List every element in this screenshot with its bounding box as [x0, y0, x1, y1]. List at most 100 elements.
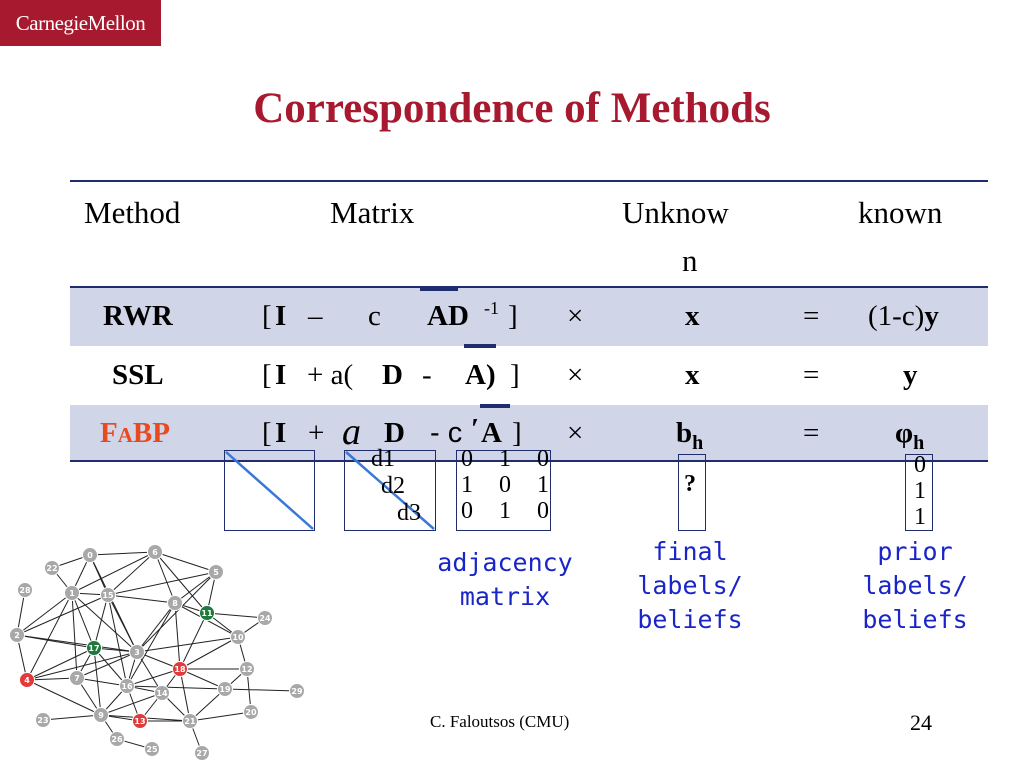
graph-edge: [179, 612, 208, 670]
ssl-adjacency: A): [465, 359, 496, 391]
unknown-question: ?: [684, 471, 696, 497]
graph-edge: [93, 647, 128, 687]
identity-diagonal: [225, 451, 314, 530]
graph-edge: [179, 636, 239, 670]
graph-edge: [189, 711, 252, 722]
degree-diagonal: [345, 451, 435, 530]
graph-node: [194, 745, 210, 761]
degree-label-d1: d1: [371, 446, 395, 472]
graph-edge: [179, 668, 191, 722]
graph-edge: [71, 592, 138, 653]
graph-edge: [16, 594, 109, 636]
header-method: Method: [84, 195, 181, 230]
graph-node: [129, 644, 145, 660]
graph-node-label: 0: [87, 551, 93, 560]
graph-node: [167, 595, 183, 611]
ssl-plus-a: + a(: [307, 359, 354, 391]
graph-edge: [136, 651, 163, 694]
graph-edge: [76, 677, 128, 687]
graph-node-label: 23: [37, 716, 48, 725]
graph-node: [100, 587, 116, 603]
graph-node-label: 10: [232, 633, 244, 642]
rwr-coef: c: [368, 300, 381, 332]
graph-edge: [42, 714, 102, 721]
graph-node-label: 8: [172, 599, 178, 608]
graph-node: [64, 585, 80, 601]
graph-node-label: 28: [19, 586, 31, 595]
graph-node: [132, 713, 148, 729]
graph-edge: [26, 592, 73, 681]
graph-node-label: 4: [24, 676, 30, 685]
overbar-d-rwr: [420, 287, 458, 291]
example-network-graph: 0123456789101112131415161718192021222324…: [9, 544, 305, 761]
graph-nodes: 0123456789101112131415161718192021222324…: [9, 544, 305, 761]
graph-edge: [206, 612, 266, 619]
ssl-unknown: x: [685, 359, 700, 391]
method-ssl: SSL: [112, 359, 164, 391]
table-top-rule: [70, 180, 988, 182]
rwr-open-bracket: [: [262, 300, 272, 332]
ssl-times: ×: [567, 359, 584, 391]
graph-edge: [71, 551, 156, 594]
graph-node: [217, 681, 233, 697]
graph-edge: [16, 592, 73, 636]
graph-node-label: 27: [196, 749, 207, 758]
graph-node: [239, 661, 255, 677]
graph-node-label: 14: [156, 689, 168, 698]
ssl-identity: I: [275, 359, 287, 391]
graph-edge: [89, 551, 156, 556]
ssl-degree: D: [382, 359, 403, 391]
identity-matrix-box: [224, 450, 315, 531]
graph-node: [144, 741, 160, 757]
table-band-fabp: [70, 405, 988, 461]
fabp-close-bracket: ]: [512, 417, 522, 449]
graph-node-label: 17: [88, 644, 99, 653]
graph-node-label: 24: [259, 614, 271, 623]
graph-node-label: 13: [134, 717, 145, 726]
graph-node: [86, 640, 102, 656]
fabp-equals: =: [803, 417, 820, 449]
graph-node-label: 21: [184, 717, 196, 726]
graph-edge: [154, 551, 217, 573]
slide-title: Correspondence of Methods: [253, 85, 771, 132]
graph-edge: [93, 647, 102, 716]
graph-edge: [107, 594, 138, 653]
graph-edge: [26, 677, 78, 681]
table-band-rwr: [70, 288, 988, 346]
ssl-equals: =: [803, 359, 820, 391]
graph-edge: [174, 602, 181, 670]
graph-edge: [136, 571, 217, 653]
graph-edge: [26, 679, 102, 716]
fabp-unknown: bh: [676, 417, 704, 454]
graph-node: [199, 605, 215, 621]
fabp-known: φh: [895, 417, 925, 454]
degree-label-d3: d3: [397, 500, 421, 526]
graph-node: [44, 560, 60, 576]
ssl-open-bracket: [: [262, 359, 272, 391]
graph-node-label: 26: [111, 735, 123, 744]
ssl-minus: -: [422, 359, 432, 391]
graph-edge: [76, 651, 138, 679]
graph-node: [9, 627, 25, 643]
graph-node-label: 29: [291, 687, 303, 696]
graph-node: [35, 712, 51, 728]
graph-node-label: 7: [74, 674, 80, 683]
graph-node: [82, 547, 98, 563]
graph-node-label: 1: [69, 589, 75, 598]
fabp-minus-c: - c: [430, 417, 463, 449]
graph-edge: [174, 571, 217, 604]
graph-node: [154, 685, 170, 701]
fabp-identity: I: [275, 417, 287, 449]
method-fabp: FABP: [100, 417, 170, 449]
graph-node-label: 5: [213, 568, 219, 577]
graph-edge: [154, 551, 208, 614]
graph-edge: [26, 651, 138, 681]
graph-edge: [126, 668, 181, 687]
graph-edge: [16, 634, 138, 653]
degree-label-d2: d2: [381, 473, 405, 499]
header-unknown: Unknow: [622, 195, 729, 230]
rwr-ad: AD: [427, 300, 469, 332]
